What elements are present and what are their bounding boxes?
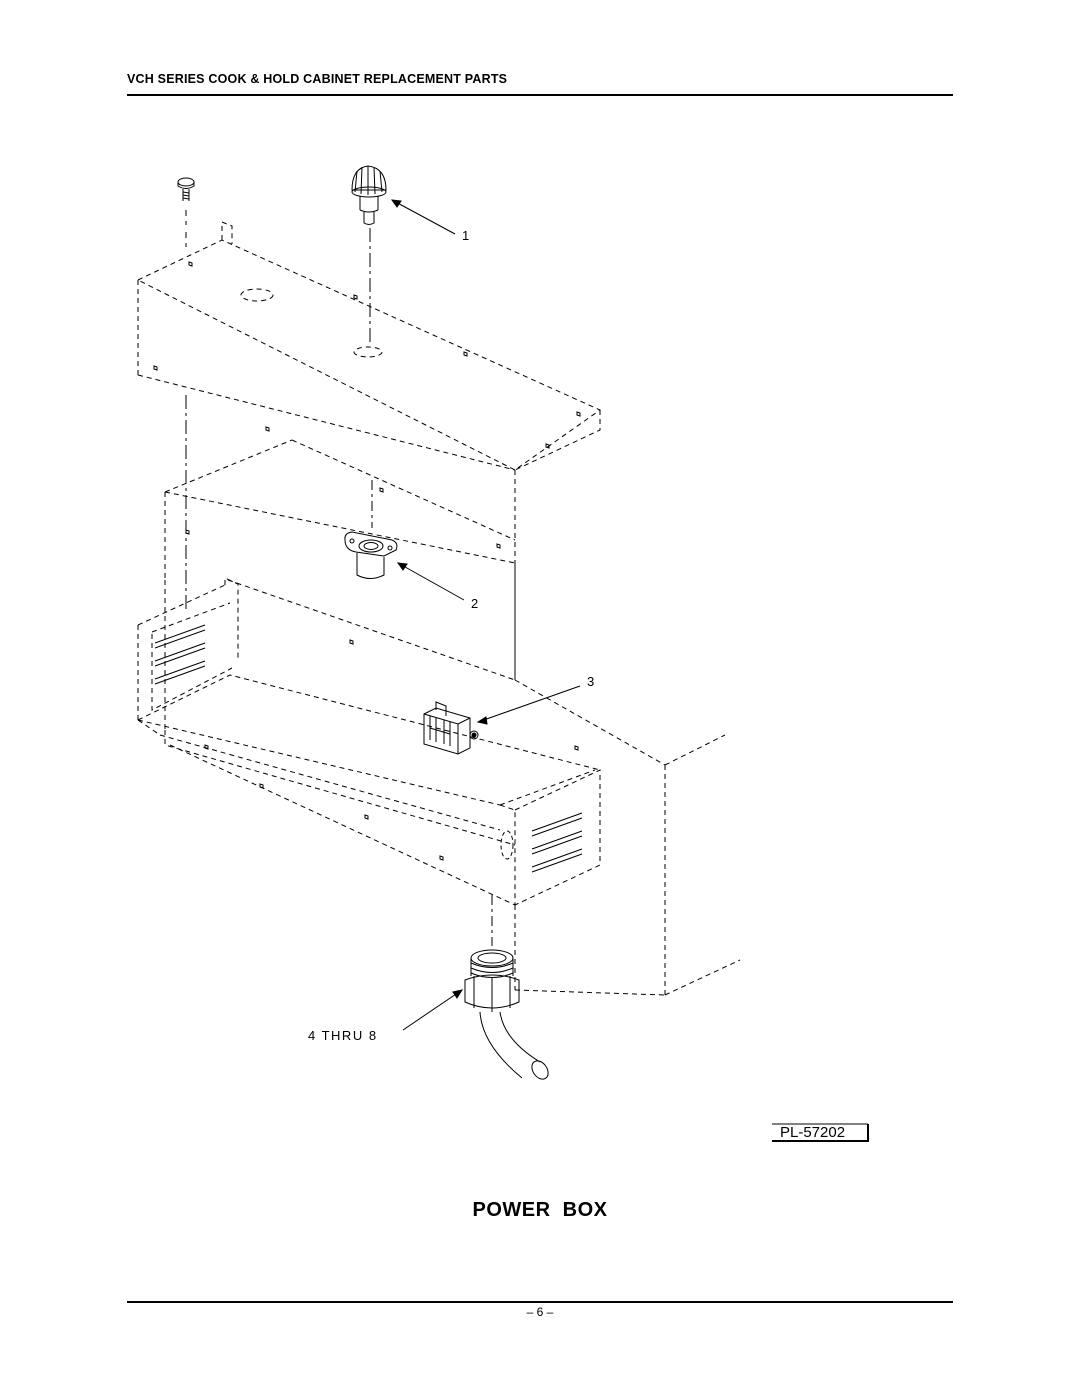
- plate-number-box: [772, 1123, 869, 1142]
- figure-caption: POWER BOX: [0, 1199, 1080, 1222]
- cord-fitting-icon: [464, 949, 549, 1080]
- callout-2-label: 2: [471, 596, 478, 611]
- knob-icon: [351, 165, 387, 225]
- header: VCH SERIES COOK & HOLD CABINET REPLACEME…: [127, 70, 953, 88]
- flanged-bushing-icon: [344, 531, 398, 579]
- callout-2-leader: [396, 562, 465, 601]
- base-chassis: [137, 439, 741, 996]
- callout-3-leader: [476, 685, 581, 725]
- top-cover: [136, 221, 602, 580]
- base-holes: [204, 639, 579, 861]
- figure-caption-text: POWER BOX: [472, 1199, 608, 1221]
- callout-3-label: 3: [587, 674, 594, 689]
- callout-1-label: 1: [462, 228, 469, 243]
- footer-rule: [127, 1301, 953, 1303]
- left-vents: [151, 602, 231, 685]
- right-vents: [500, 812, 583, 873]
- header-rule: [127, 94, 953, 96]
- page-number: – 6 –: [526, 1305, 554, 1319]
- terminal-block-icon: [423, 701, 479, 755]
- header-title: VCH SERIES COOK & HOLD CABINET REPLACEME…: [127, 72, 508, 86]
- callout-1-leader: [390, 199, 456, 235]
- callout-4-label: 4 THRU 8: [308, 1028, 378, 1043]
- cover-holes: [153, 261, 581, 549]
- screw-icon: [177, 177, 195, 247]
- plate-number: PL-57202: [780, 1124, 845, 1141]
- callout-4-leader: [402, 989, 464, 1031]
